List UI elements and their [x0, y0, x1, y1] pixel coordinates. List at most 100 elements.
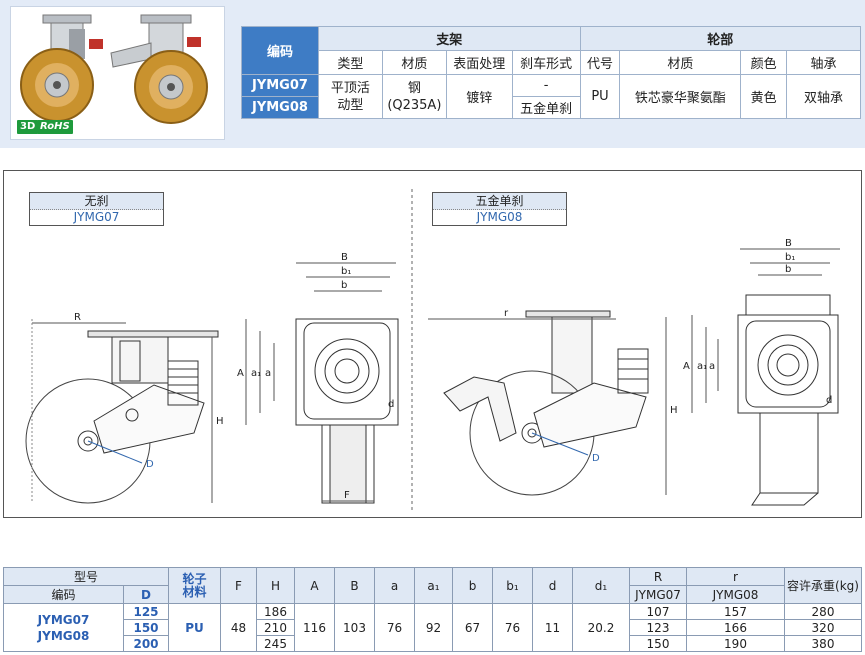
spec-type: 平顶活动型: [317, 74, 383, 119]
dim-h-d1: d₁: [572, 567, 630, 604]
dim-label-b1-right: b₁: [785, 252, 795, 263]
dimension-table: 型号 轮子材料 F H A B a a₁ b b₁ d d₁ R r 容许承重(…: [3, 567, 862, 652]
dim-h-F: F: [220, 567, 257, 604]
spec-color: 黄色: [740, 74, 788, 119]
spec-col-bearing: 轴承: [786, 50, 861, 75]
dim-F: 48: [220, 603, 257, 652]
dim-label-b1-left: b₁: [341, 266, 351, 277]
dim-row0-D: 125: [123, 603, 169, 620]
spec-material: 钢(Q235A): [381, 74, 447, 119]
label-no-brake-model: JYMG07: [73, 210, 120, 224]
spec-brake-g08: 五金单刹: [511, 96, 581, 119]
spec-material-text: 钢(Q235A): [387, 80, 442, 113]
dim-label-r: r: [504, 308, 509, 319]
spec-model-g08: JYMG08: [241, 96, 319, 119]
dim-label-B-right: B: [785, 238, 792, 249]
dim-row2-r: 190: [686, 635, 785, 652]
dim-A: 116: [294, 603, 335, 652]
dim-h-b1: b₁: [492, 567, 533, 604]
dim-B: 103: [334, 603, 375, 652]
dim-label-H-left: H: [216, 416, 224, 427]
dim-row0-H: 186: [256, 603, 295, 620]
dim-row2-R: 150: [629, 635, 687, 652]
spec-col-code: 代号: [579, 50, 621, 75]
dim-h-A: A: [294, 567, 335, 604]
spec-code: PU: [579, 74, 621, 119]
spec-type-text: 平顶活动型: [330, 80, 370, 113]
label-no-brake-title: 无刹: [30, 193, 163, 210]
dim-label-R: R: [74, 312, 81, 323]
dim-row1-load: 320: [784, 619, 862, 636]
dim-h-R-sub: JYMG07: [629, 585, 687, 604]
dim-label-d-left: d: [388, 399, 394, 410]
spec-table: 编码 支架 轮部 类型 材质 表面处理 刹车形式 代号 材质 颜色 轴承 JYM…: [241, 26, 862, 119]
dim-label-a1-left: a₁: [251, 368, 261, 379]
caster-drawing-icon: R H D B b₁ b A a₁ a F d r H D B b₁ b A a…: [25, 189, 840, 511]
dim-row1-H: 210: [256, 619, 295, 636]
dim-label-b-right: b: [785, 264, 791, 275]
dim-label-D-left: D: [146, 459, 154, 470]
dim-h-R: R: [629, 567, 687, 586]
dim-h-load: 容许承重(kg): [784, 567, 862, 604]
spec-brake-g07: -: [511, 74, 581, 97]
spec-col-surface: 表面处理: [445, 50, 513, 75]
spec-model-g07: JYMG07: [241, 74, 319, 97]
dim-d1: 20.2: [572, 603, 630, 652]
dim-wheel: PU: [168, 603, 221, 652]
dim-row1-R: 123: [629, 619, 687, 636]
badge-rohs: RoHS: [37, 120, 73, 134]
dim-h-H: H: [256, 567, 295, 604]
dim-model-g07: JYMG07: [37, 612, 90, 627]
spec-bearing: 双轴承: [786, 74, 861, 119]
dim-h-r-sub: JYMG08: [686, 585, 785, 604]
spec-surface: 镀锌: [445, 74, 513, 119]
label-no-brake: 无刹 JYMG07: [29, 192, 164, 226]
dim-label-D-right: D: [592, 453, 600, 464]
label-brake: 五金单刹 JYMG08: [432, 192, 567, 226]
dim-h-r: r: [686, 567, 785, 586]
dim-h-a1: a₁: [414, 567, 453, 604]
badge-3d: 3D: [17, 120, 39, 134]
dim-row1-D: 150: [123, 619, 169, 636]
dim-h-code: 编码: [3, 585, 124, 604]
dim-row0-R: 107: [629, 603, 687, 620]
dim-label-F: F: [344, 490, 350, 501]
spec-col-material: 材质: [381, 50, 447, 75]
dim-a1: 92: [414, 603, 453, 652]
dim-h-d: d: [532, 567, 573, 604]
dim-d: 11: [532, 603, 573, 652]
dim-h-D: D: [123, 585, 169, 604]
dim-models: JYMG07 JYMG08: [3, 603, 124, 652]
dim-label-d-right: d: [826, 395, 832, 406]
dim-row2-H: 245: [256, 635, 295, 652]
spec-col-color: 颜色: [740, 50, 788, 75]
technical-drawing: R H D B b₁ b A a₁ a F d r H D B b₁ b A a…: [3, 170, 862, 518]
label-brake-title: 五金单刹: [433, 193, 566, 210]
dim-label-B-left: B: [341, 252, 348, 263]
dim-h-a: a: [374, 567, 415, 604]
dim-label-A-left: A: [237, 368, 244, 379]
spec-code-header: 编码: [241, 26, 319, 75]
dim-h-B: B: [334, 567, 375, 604]
dim-label-H-right: H: [670, 405, 678, 416]
dim-b1: 76: [492, 603, 533, 652]
dim-row1-r: 166: [686, 619, 785, 636]
spec-wheel-header: 轮部: [579, 26, 862, 51]
dim-label-a-right: a: [709, 361, 715, 372]
dim-row2-D: 200: [123, 635, 169, 652]
dim-model-g08: JYMG08: [37, 628, 90, 643]
spec-col-wheel-material: 材质: [619, 50, 742, 75]
dim-h-model: 型号: [3, 567, 169, 586]
dim-row2-load: 380: [784, 635, 862, 652]
product-photo: 3D RoHS: [10, 6, 225, 140]
dim-label-a-left: a: [265, 368, 271, 379]
spec-wheel-material: 铁芯豪华聚氨酯: [619, 74, 742, 119]
dim-row0-r: 157: [686, 603, 785, 620]
spec-bracket-header: 支架: [317, 26, 581, 51]
label-brake-model: JYMG08: [476, 210, 523, 224]
dim-h-wheel: 轮子材料: [168, 567, 221, 604]
dim-b: 67: [452, 603, 493, 652]
spec-col-brake: 刹车形式: [511, 50, 581, 75]
caster-photo-icon: [20, 14, 208, 124]
spec-col-type: 类型: [317, 50, 383, 75]
